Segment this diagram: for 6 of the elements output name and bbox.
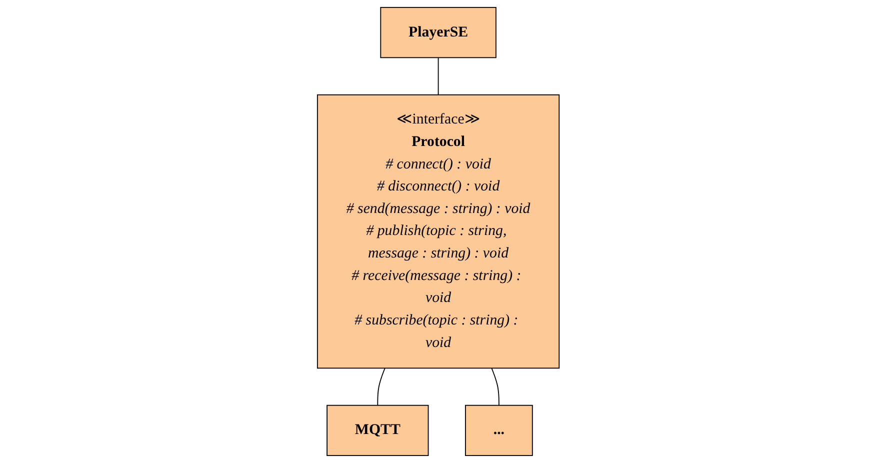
connector xyxy=(490,368,500,406)
node-box: ≪interface≫ Protocol # connect() : void # disconnect() : void # send(message : string) : void # publish(topic : string, message : string) : void # receive(message : string) : void # subscribe(topic : string) : void xyxy=(316,94,560,369)
node-box: ... xyxy=(464,404,533,456)
node-box: MQTT xyxy=(326,404,428,456)
node-box: PlayerSE xyxy=(380,6,496,58)
connector xyxy=(376,368,386,406)
